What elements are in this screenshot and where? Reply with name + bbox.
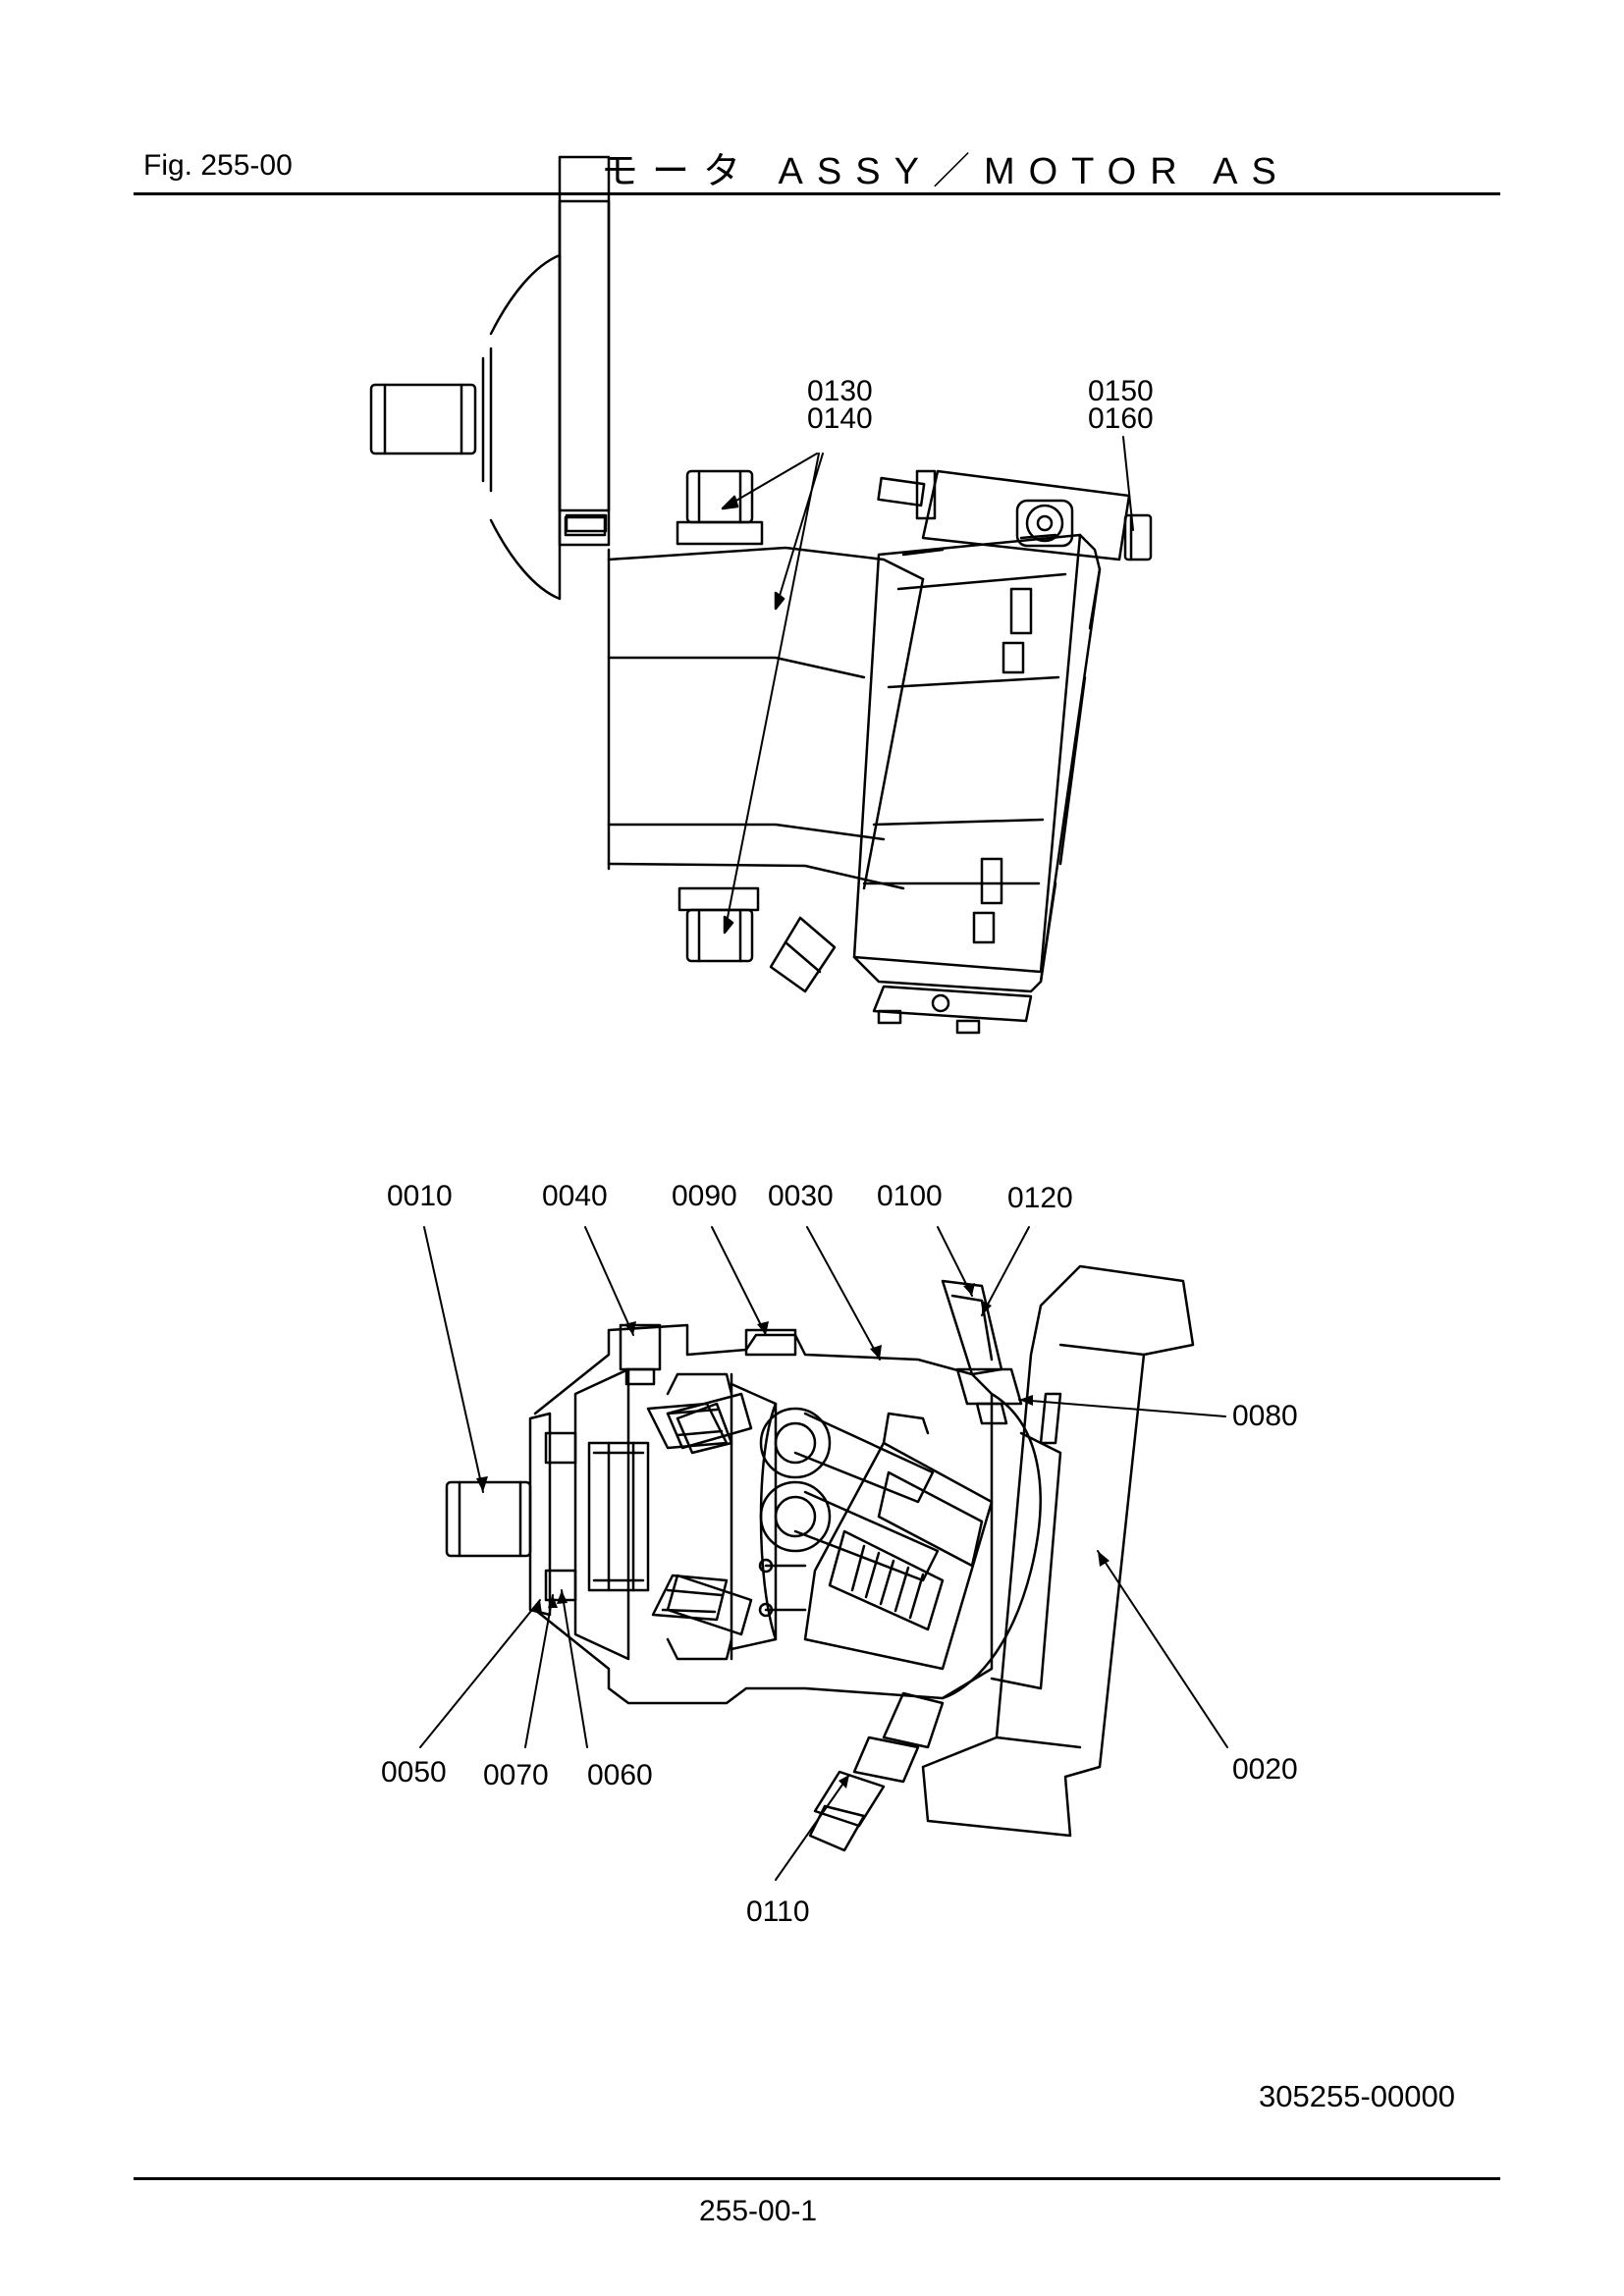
callout-0010: 0010: [387, 1180, 453, 1212]
callout-0040: 0040: [542, 1180, 608, 1212]
callout-0070: 0070: [483, 1759, 549, 1791]
footer-rule: [134, 2177, 1500, 2180]
callout-0100: 0100: [877, 1180, 943, 1212]
callout-0050: 0050: [381, 1756, 447, 1789]
sectional-view: [419, 1226, 1228, 1881]
figure-number: Fig. 255-00: [143, 149, 293, 182]
callout-0090: 0090: [672, 1180, 737, 1212]
callout-0150: 0150: [1088, 375, 1154, 407]
header-rule: [134, 192, 1500, 195]
page-title: モータ ASSY／MOTOR AS: [601, 151, 1290, 192]
callout-0080: 0080: [1232, 1400, 1298, 1432]
drawing-number: 305255-00000: [1259, 2079, 1455, 2113]
callout-0020: 0020: [1232, 1753, 1298, 1786]
callout-0110: 0110: [746, 1896, 810, 1928]
callout-0120: 0120: [1007, 1182, 1073, 1214]
callout-0140: 0140: [807, 402, 873, 435]
page-number: 255-00-1: [699, 2195, 818, 2227]
callout-0160: 0160: [1088, 402, 1154, 435]
exterior-view: [369, 155, 1153, 1035]
callout-labels: 0130 0140 0150 0160 0010 0040 0090 0030 …: [381, 375, 1298, 1928]
callout-0060: 0060: [587, 1759, 653, 1791]
callout-0130: 0130: [807, 375, 873, 407]
callout-0030: 0030: [768, 1180, 834, 1212]
